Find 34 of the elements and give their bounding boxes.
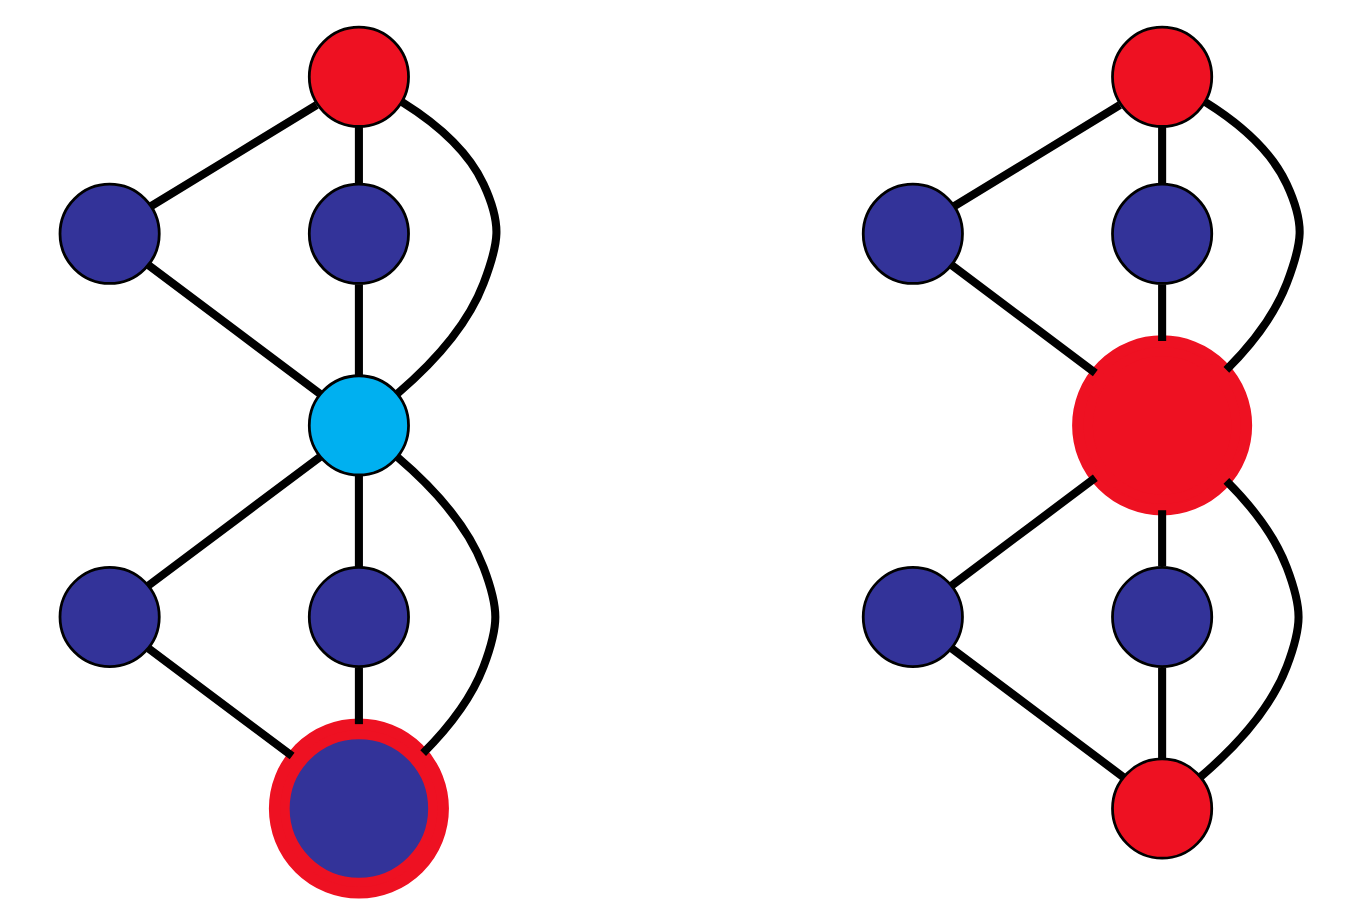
connector (1157, 509, 1166, 566)
node-circle (1110, 24, 1213, 127)
connector (951, 100, 1121, 209)
connector (1157, 125, 1166, 183)
node-circle (1110, 564, 1213, 667)
connector (948, 644, 1125, 780)
node-circle (57, 564, 160, 667)
connector (353, 125, 362, 183)
connector (353, 283, 362, 375)
node-circle (1110, 756, 1213, 859)
connector (1157, 666, 1166, 758)
node-circle (1110, 181, 1213, 284)
connector (948, 261, 1097, 376)
node-circle (306, 24, 409, 127)
node-circle (860, 181, 963, 284)
connector (393, 453, 499, 755)
node-circle (267, 717, 448, 898)
connector (1197, 477, 1302, 779)
node-circle (306, 373, 409, 476)
connector (353, 666, 362, 724)
connector (148, 100, 318, 209)
connector (1202, 97, 1303, 372)
node-circle (57, 181, 160, 284)
node-circle (306, 564, 409, 667)
node-circle (1071, 334, 1252, 515)
connector (353, 474, 362, 567)
connector (393, 97, 500, 396)
connector (948, 473, 1097, 588)
node-circle (306, 181, 409, 284)
connector (145, 261, 322, 397)
connector (144, 452, 322, 588)
connector (1157, 283, 1166, 340)
node-circle (860, 564, 963, 667)
connector (145, 644, 294, 759)
